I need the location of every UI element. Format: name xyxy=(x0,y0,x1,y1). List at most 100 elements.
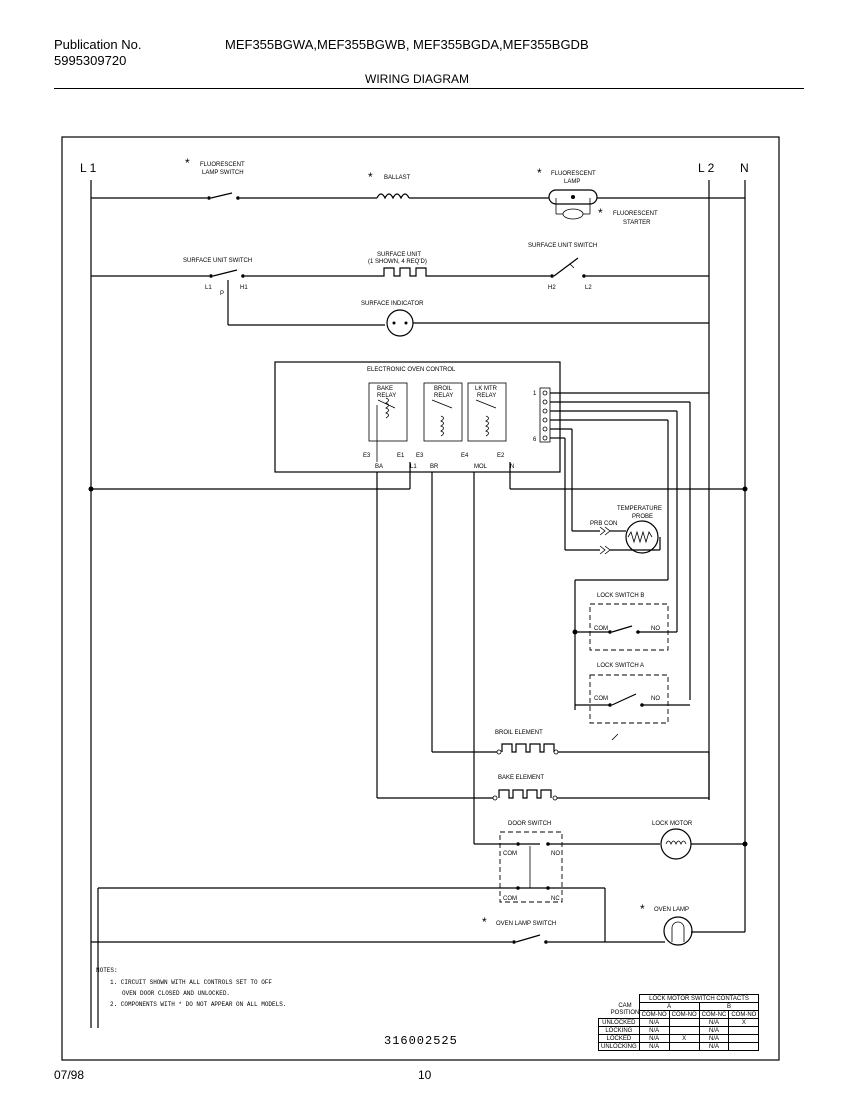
label-N: N xyxy=(740,161,749,175)
bake-element xyxy=(498,789,552,799)
svg-text:BR: BR xyxy=(430,464,439,470)
fl-lamp-label-2: LAMP xyxy=(564,179,580,185)
svg-text:E4: E4 xyxy=(461,453,469,459)
fl-switch-label-1: FLUORESCENT xyxy=(200,162,245,168)
notes-heading: NOTES: xyxy=(96,967,118,974)
lock-motor-switch-table: LOCK MOTOR SWITCH CONTACTS A B COM-NO CO… xyxy=(598,994,760,1051)
svg-text:E1: E1 xyxy=(397,453,405,459)
svg-text:L1: L1 xyxy=(410,464,417,470)
door-switch-label: DOOR SWITCH xyxy=(508,821,551,827)
oven-lamp-switch-label: OVEN LAMP SWITCH xyxy=(496,921,556,927)
lock-switch-b-label: LOCK SWITCH B xyxy=(597,593,644,599)
svg-text:TEMPERATURE: TEMPERATURE xyxy=(617,506,662,512)
asterisk-starter: * xyxy=(598,206,603,220)
su-switch-left-label: SURFACE UNIT SWITCH xyxy=(183,258,252,264)
header-rule xyxy=(54,88,804,89)
lock-motor-label: LOCK MOTOR xyxy=(652,821,693,827)
svg-text:OVEN DOOR CLOSED AND UNLOCKED.: OVEN DOOR CLOSED AND UNLOCKED. xyxy=(122,990,230,997)
electronic-oven-control xyxy=(274,361,561,473)
label-L2: L 2 xyxy=(698,161,715,175)
lock-switch-a xyxy=(589,674,669,724)
svg-text:1: 1 xyxy=(533,391,537,397)
svg-text:LK MTR: LK MTR xyxy=(475,386,498,392)
fl-starter-label-2: STARTER xyxy=(623,220,651,226)
page-title: WIRING DIAGRAM xyxy=(365,72,469,86)
surface-unit-element xyxy=(378,267,432,277)
bake-relay xyxy=(368,382,408,442)
door-switch xyxy=(499,831,563,903)
broil-relay xyxy=(423,382,463,442)
svg-text:MOL: MOL xyxy=(474,464,488,470)
surface-unit-switch-right xyxy=(553,257,579,277)
diagram-frame xyxy=(61,136,780,1061)
fluorescent-starter xyxy=(562,208,584,220)
broil-element-label: BROIL ELEMENT xyxy=(495,730,543,736)
svg-text:N: N xyxy=(510,464,514,470)
svg-text:NC: NC xyxy=(551,896,560,902)
ballast-label: BALLAST xyxy=(384,175,411,181)
svg-text:BAKE: BAKE xyxy=(377,386,393,392)
asterisk-ols: * xyxy=(482,915,487,929)
footer-date: 07/98 xyxy=(54,1068,85,1082)
lock-motor-relay xyxy=(467,382,507,442)
sw-H2: H2 xyxy=(548,285,556,291)
svg-text:NO: NO xyxy=(651,696,660,702)
prb-con-label: PRB CON xyxy=(590,521,617,527)
oven-lamp-switch xyxy=(515,934,541,943)
svg-text:E3: E3 xyxy=(416,453,424,459)
surface-unit-switch-left xyxy=(212,269,238,277)
svg-text:6: 6 xyxy=(533,437,537,443)
svg-text:BA: BA xyxy=(375,464,383,470)
table-title: LOCK MOTOR SWITCH CONTACTS xyxy=(638,994,760,1003)
surface-unit-label-1: SURFACE UNIT xyxy=(377,252,421,258)
model-numbers: MEF355BGWA,MEF355BGWB, MEF355BGDA,MEF355… xyxy=(225,37,589,52)
svg-text:1. CIRCUIT SHOWN WITH ALL CON: 1. CIRCUIT SHOWN WITH ALL CONTROLS SET T… xyxy=(110,979,272,986)
part-number: 316002525 xyxy=(384,1034,458,1048)
svg-text:COM: COM xyxy=(594,696,608,702)
page-number: 10 xyxy=(418,1068,432,1082)
sw-P: P xyxy=(220,291,224,297)
sw-L2: L2 xyxy=(585,285,592,291)
asterisk-ballast: * xyxy=(368,170,373,184)
surface-indicator-label: SURFACE INDICATOR xyxy=(361,301,424,307)
svg-text:E3: E3 xyxy=(363,453,371,459)
sw-H1: H1 xyxy=(240,285,248,291)
svg-text:NO: NO xyxy=(551,851,560,857)
lock-switch-a-label: LOCK SWITCH A xyxy=(597,663,644,669)
su-switch-right-label: SURFACE UNIT SWITCH xyxy=(528,243,597,249)
label-L1: L 1 xyxy=(80,161,97,175)
svg-text:COM: COM xyxy=(594,626,608,632)
publication-number: 5995309720 xyxy=(54,53,127,68)
asterisk-lamp: * xyxy=(537,166,542,180)
bake-element-label: BAKE ELEMENT xyxy=(498,775,544,781)
oven-lamp-label: OVEN LAMP xyxy=(654,907,689,913)
asterisk-ol: * xyxy=(640,902,645,916)
svg-text:COM: COM xyxy=(503,896,517,902)
svg-text:E2: E2 xyxy=(497,453,505,459)
surface-unit-label-2: (1 SHOWN, 4 REQ'D) xyxy=(368,259,427,265)
svg-text:NO: NO xyxy=(651,626,660,632)
sw-L1: L1 xyxy=(205,285,212,291)
fl-lamp-label-1: FLUORESCENT xyxy=(551,171,596,177)
fluorescent-lamp-switch xyxy=(210,192,233,199)
fluorescent-lamp-tube xyxy=(548,189,598,205)
surface-indicator-lamp xyxy=(386,309,414,337)
svg-text:2. COMPONENTS WITH * DO NOT A: 2. COMPONENTS WITH * DO NOT APPEAR ON AL… xyxy=(110,1001,286,1008)
broil-element xyxy=(501,743,555,753)
oven-lamp xyxy=(663,916,693,946)
fl-switch-label-2: LAMP SWITCH xyxy=(202,170,244,176)
fl-starter-label-1: FLUORESCENT xyxy=(613,211,658,217)
eoc-label: ELECTRONIC OVEN CONTROL xyxy=(367,367,456,373)
svg-text:RELAY: RELAY xyxy=(434,393,453,399)
asterisk-fls: * xyxy=(185,156,190,170)
temperature-probe xyxy=(625,520,659,554)
table-cam-header: CAM POSITION xyxy=(610,1003,640,1016)
lock-switch-b xyxy=(589,603,669,651)
svg-text:BROIL: BROIL xyxy=(434,386,453,392)
svg-text:PROBE: PROBE xyxy=(632,514,653,520)
